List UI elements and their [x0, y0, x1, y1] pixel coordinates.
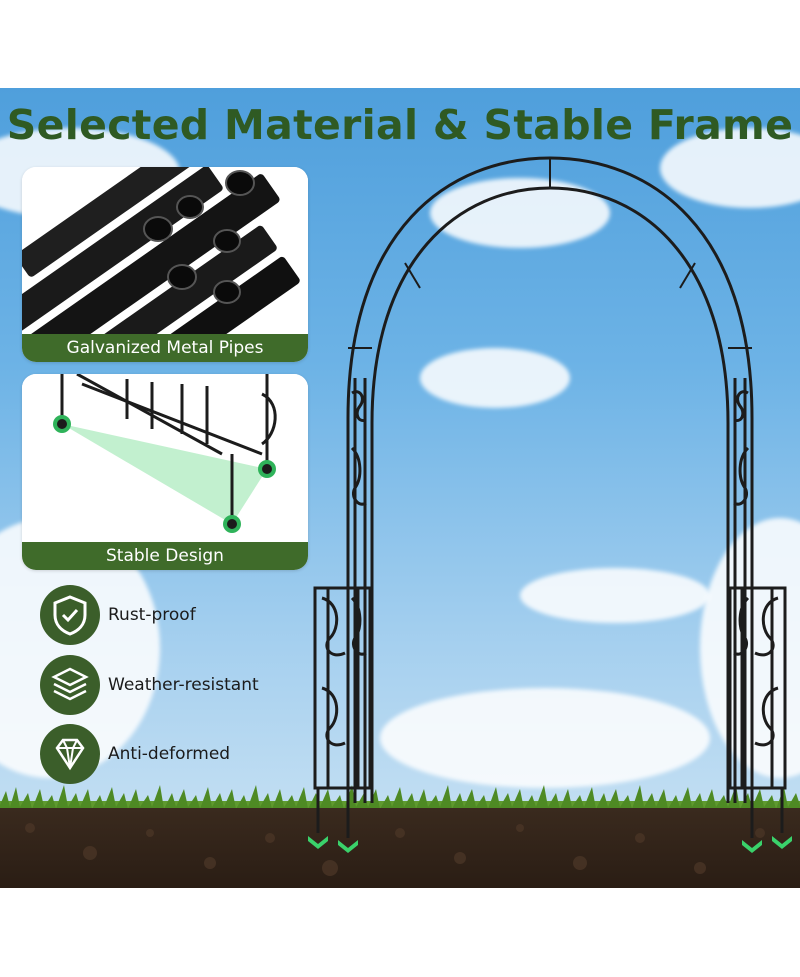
feature-label: Anti-deformed: [108, 744, 231, 764]
card-label: Galvanized Metal Pipes: [22, 334, 308, 362]
stable-design-card: Stable Design: [22, 374, 308, 570]
card-label: Stable Design: [22, 542, 308, 570]
page-title: Selected Material & Stable Frame: [6, 101, 794, 149]
garden-arch: [308, 156, 792, 853]
shield-check-icon: [40, 585, 100, 645]
metal-pipes-image: [22, 167, 308, 362]
layers-icon: [40, 655, 100, 715]
product-scene: Selected Material & Stable Frame: [0, 88, 800, 888]
cloud: [660, 128, 800, 208]
cloud: [520, 568, 710, 623]
cloud: [420, 348, 570, 408]
galvanized-pipes-card: Galvanized Metal Pipes: [22, 167, 308, 362]
stable-base-diagram: [22, 374, 308, 542]
feature-label: Rust-proof: [108, 605, 196, 625]
diamond-icon: [40, 724, 100, 784]
feature-label: Weather-resistant: [108, 675, 259, 695]
cloud: [380, 688, 710, 788]
soil: [0, 808, 800, 888]
